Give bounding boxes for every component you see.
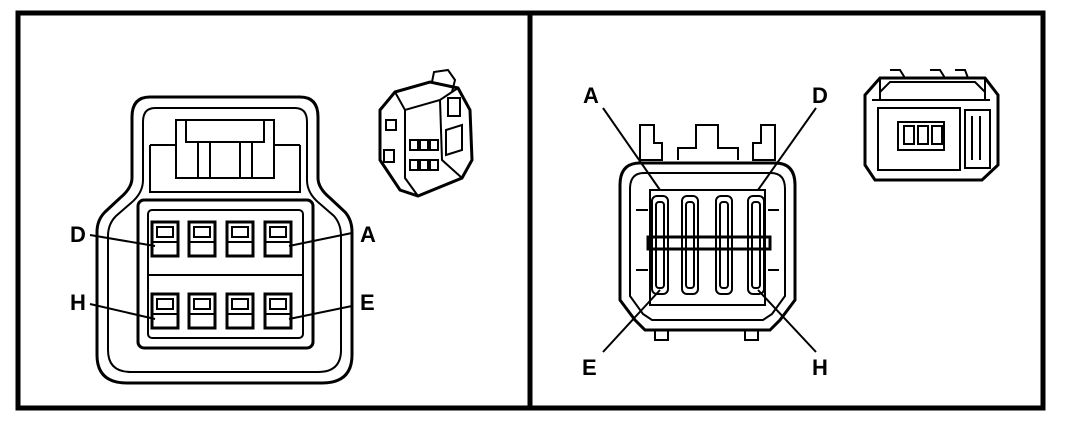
left-connector-isometric-view (378, 68, 474, 198)
leader-line (288, 232, 353, 247)
pin-label-h: H (812, 355, 828, 380)
terminal-cavity (263, 220, 293, 258)
leader-line (602, 107, 661, 191)
pin-label-d: D (70, 222, 86, 247)
terminal-cavity (187, 292, 217, 330)
leader-line (757, 107, 817, 191)
terminal-cavity (150, 220, 180, 258)
left-pin-row-bottom (150, 292, 293, 330)
terminal-cavity (187, 220, 217, 258)
leader-line (89, 234, 156, 247)
pin-label-a: A (583, 83, 599, 108)
pin-label-d: D (812, 83, 828, 108)
terminal-cavity (225, 292, 255, 330)
leader-line (757, 289, 817, 353)
terminal-cavity (150, 292, 180, 330)
right-connector-face (618, 124, 797, 341)
pin-label-e: E (360, 290, 375, 315)
leader-line (602, 289, 661, 353)
pin-label-e: E (582, 355, 597, 380)
leader-line (89, 303, 156, 320)
left-connector-face (95, 95, 354, 385)
pin-label-a: A (360, 222, 376, 247)
leader-line (288, 305, 353, 320)
left-pin-row-top (150, 220, 293, 258)
pin-label-h: H (70, 290, 86, 315)
terminal-cavity (263, 292, 293, 330)
terminal-cavity (225, 220, 255, 258)
right-connector-isometric-view (863, 69, 1000, 182)
